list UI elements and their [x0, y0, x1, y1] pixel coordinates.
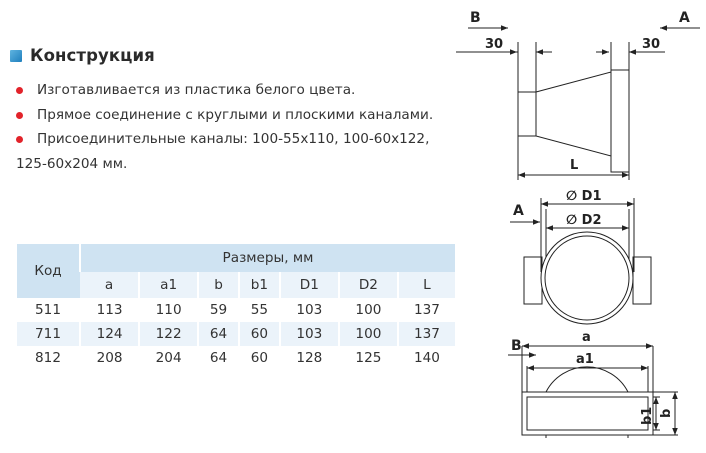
column-group-header: Размеры, мм — [79, 244, 455, 272]
dim-30-left: 30 — [485, 37, 503, 52]
table-cell: 137 — [396, 298, 455, 322]
bullet-icon — [16, 136, 23, 143]
table-cell-kod: 812 — [35, 350, 61, 366]
table-cell: 124 — [78, 322, 140, 346]
table-cell: 64 — [197, 346, 239, 370]
dim-d1: ∅ D1 — [566, 189, 602, 204]
round-port-inner — [544, 235, 630, 321]
column-header: a1 — [138, 272, 199, 298]
list-item: Присоединительные каналы: 100-55x110, 10… — [16, 127, 446, 152]
view-label-b-bottom: B — [511, 338, 522, 354]
column-header: D2 — [337, 272, 398, 298]
dim-30-right: 30 — [642, 37, 660, 52]
table-cell-kod: 511 — [35, 302, 61, 318]
list-item: Прямое соединение с круглыми и плоскими … — [16, 103, 446, 128]
table-row: 511 113 110 59 55 103 100 137 — [17, 298, 455, 322]
column-header: L — [396, 272, 455, 298]
section-title: Конструкция — [30, 46, 155, 65]
table-cell: 59 — [197, 298, 239, 322]
view-label-b: B — [470, 10, 481, 26]
column-header-kod: Код — [17, 244, 80, 298]
column-header: b — [197, 272, 239, 298]
right-port — [610, 69, 630, 173]
list-item-text: Изготавливается из пластика белого цвета… — [37, 82, 356, 98]
table-cell: 137 — [396, 322, 455, 346]
flat-port-inner — [526, 396, 649, 431]
dim-a1: a1 — [576, 352, 594, 367]
table-cell: 122 — [138, 322, 199, 346]
column-header: D1 — [278, 272, 339, 298]
table-cell: 100 — [337, 298, 398, 322]
side-tab-left — [523, 256, 543, 305]
section-marker-icon — [10, 49, 22, 62]
section-heading: Конструкция — [10, 46, 155, 65]
dim-l: L — [570, 158, 578, 173]
table-cell: 60 — [237, 346, 280, 370]
dimensions-table: Код Размеры, мм a a1 b b1 D1 D2 L 511 11… — [17, 244, 455, 370]
table-cell: 55 — [237, 298, 280, 322]
side-tab-right — [632, 256, 652, 305]
dim-d2: ∅ D2 — [566, 213, 602, 228]
table-row: 711 124 122 64 60 103 100 137 — [17, 322, 455, 346]
view-label-a: A — [679, 10, 690, 26]
table-row: 812 208 204 64 60 128 125 140 — [17, 346, 455, 370]
list-item-text: Присоединительные каналы: 100-55x110, 10… — [37, 131, 430, 147]
flat-port-outer — [521, 391, 654, 436]
bullet-icon — [16, 87, 23, 94]
bullet-icon — [16, 111, 23, 119]
table-cell-kod: 711 — [17, 322, 80, 346]
table-cell: 64 — [197, 322, 239, 346]
column-header: a — [80, 272, 140, 298]
table-cell: 103 — [278, 298, 339, 322]
list-item-continuation: 125-60x204 мм. — [16, 155, 128, 172]
feature-list: Изготавливается из пластика белого цвета… — [16, 78, 446, 176]
list-item: Изготавливается из пластика белого цвета… — [16, 78, 446, 103]
table-cell: 103 — [278, 322, 339, 346]
table-cell: 204 — [138, 346, 199, 370]
table-cell: 100 — [337, 322, 398, 346]
table-cell: 128 — [278, 346, 339, 370]
dim-b1: b1 — [640, 407, 655, 425]
front-view-a: A ∅ D1 ∅ D2 — [510, 189, 652, 325]
view-label-a-front: A — [513, 203, 524, 219]
table-cell: 208 — [78, 346, 140, 370]
dim-a: a — [582, 330, 591, 345]
list-item-text: Прямое соединение с круглыми и плоскими … — [37, 106, 434, 123]
table-cell: 140 — [396, 346, 455, 370]
table-cell: 113 — [78, 298, 140, 322]
left-port — [517, 91, 537, 137]
dim-b: b — [659, 409, 674, 418]
round-port-edge — [545, 435, 629, 438]
transition-body — [535, 71, 612, 157]
table-cell: 60 — [237, 322, 280, 346]
column-header: b1 — [237, 272, 280, 298]
table-cell: 125 — [337, 346, 398, 370]
table-cell: 110 — [138, 298, 199, 322]
front-view-b: B a a1 b1 b — [508, 330, 678, 438]
round-port-behind — [545, 366, 629, 393]
round-port-outer — [540, 231, 634, 325]
side-view: B A 30 30 L — [456, 10, 700, 180]
